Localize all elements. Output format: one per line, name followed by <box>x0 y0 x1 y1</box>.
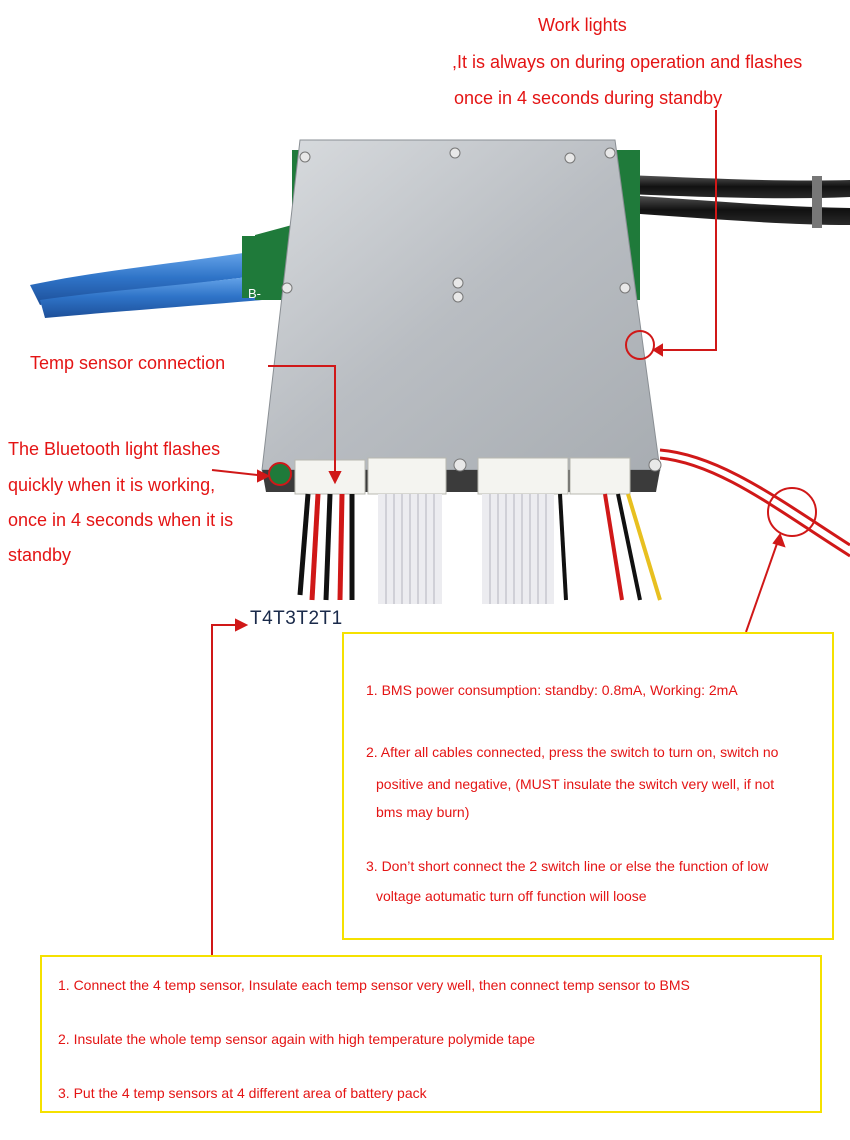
work-light-line2: once in 4 seconds during standby <box>454 88 723 108</box>
connectors <box>294 457 631 495</box>
temp-item-2: 2. Insulate the whole temp sensor again … <box>58 1031 536 1047</box>
bluetooth-line4: standby <box>8 545 72 565</box>
screws <box>281 147 662 472</box>
switch-item-1: 1. BMS power consumption: standby: 0.8mA… <box>366 682 738 698</box>
switch-item-3-line2: voltage aotumatic turn off function will… <box>376 888 647 904</box>
temp-connection-label: Temp sensor connection <box>30 353 226 373</box>
temp-info-box: 1. Connect the 4 temp sensor, Insulate e… <box>40 955 822 1113</box>
sensor-labels: T4T3T2T1 <box>250 608 343 629</box>
leader-lines <box>211 110 817 955</box>
switch-item-3-line1: 3. Don’t short connect the 2 switch line… <box>366 858 769 874</box>
ribbon-cables <box>378 494 554 604</box>
switch-item-2-line2: positive and negative, (MUST insulate th… <box>376 776 775 792</box>
sensor-wires <box>297 493 355 601</box>
switch-item-2-line1: 2. After all cables connected, press the… <box>366 744 779 760</box>
bluetooth-line2: quickly when it is working, <box>8 475 216 495</box>
heatsink-plate <box>261 139 661 471</box>
work-light-title: Work lights <box>538 15 627 35</box>
switch-info-box: 1. BMS power consumption: standby: 0.8mA… <box>342 632 834 940</box>
blue-cables <box>30 250 262 318</box>
switch-item-2-line3: bms may burn) <box>376 804 470 820</box>
bluetooth-line1: The Bluetooth light flashes <box>8 439 221 459</box>
temp-item-1: 1. Connect the 4 temp sensor, Insulate e… <box>58 977 690 993</box>
svg-text:B-: B- <box>248 286 261 301</box>
temp-item-3: 3. Put the 4 temp sensors at 4 different… <box>58 1085 427 1101</box>
bluetooth-led <box>268 462 292 486</box>
work-light-line1: ,It is always on during operation and fl… <box>452 52 803 72</box>
bluetooth-line3: once in 4 seconds when it is <box>8 510 234 530</box>
switch-wires <box>659 448 850 558</box>
black-cables <box>625 175 850 228</box>
